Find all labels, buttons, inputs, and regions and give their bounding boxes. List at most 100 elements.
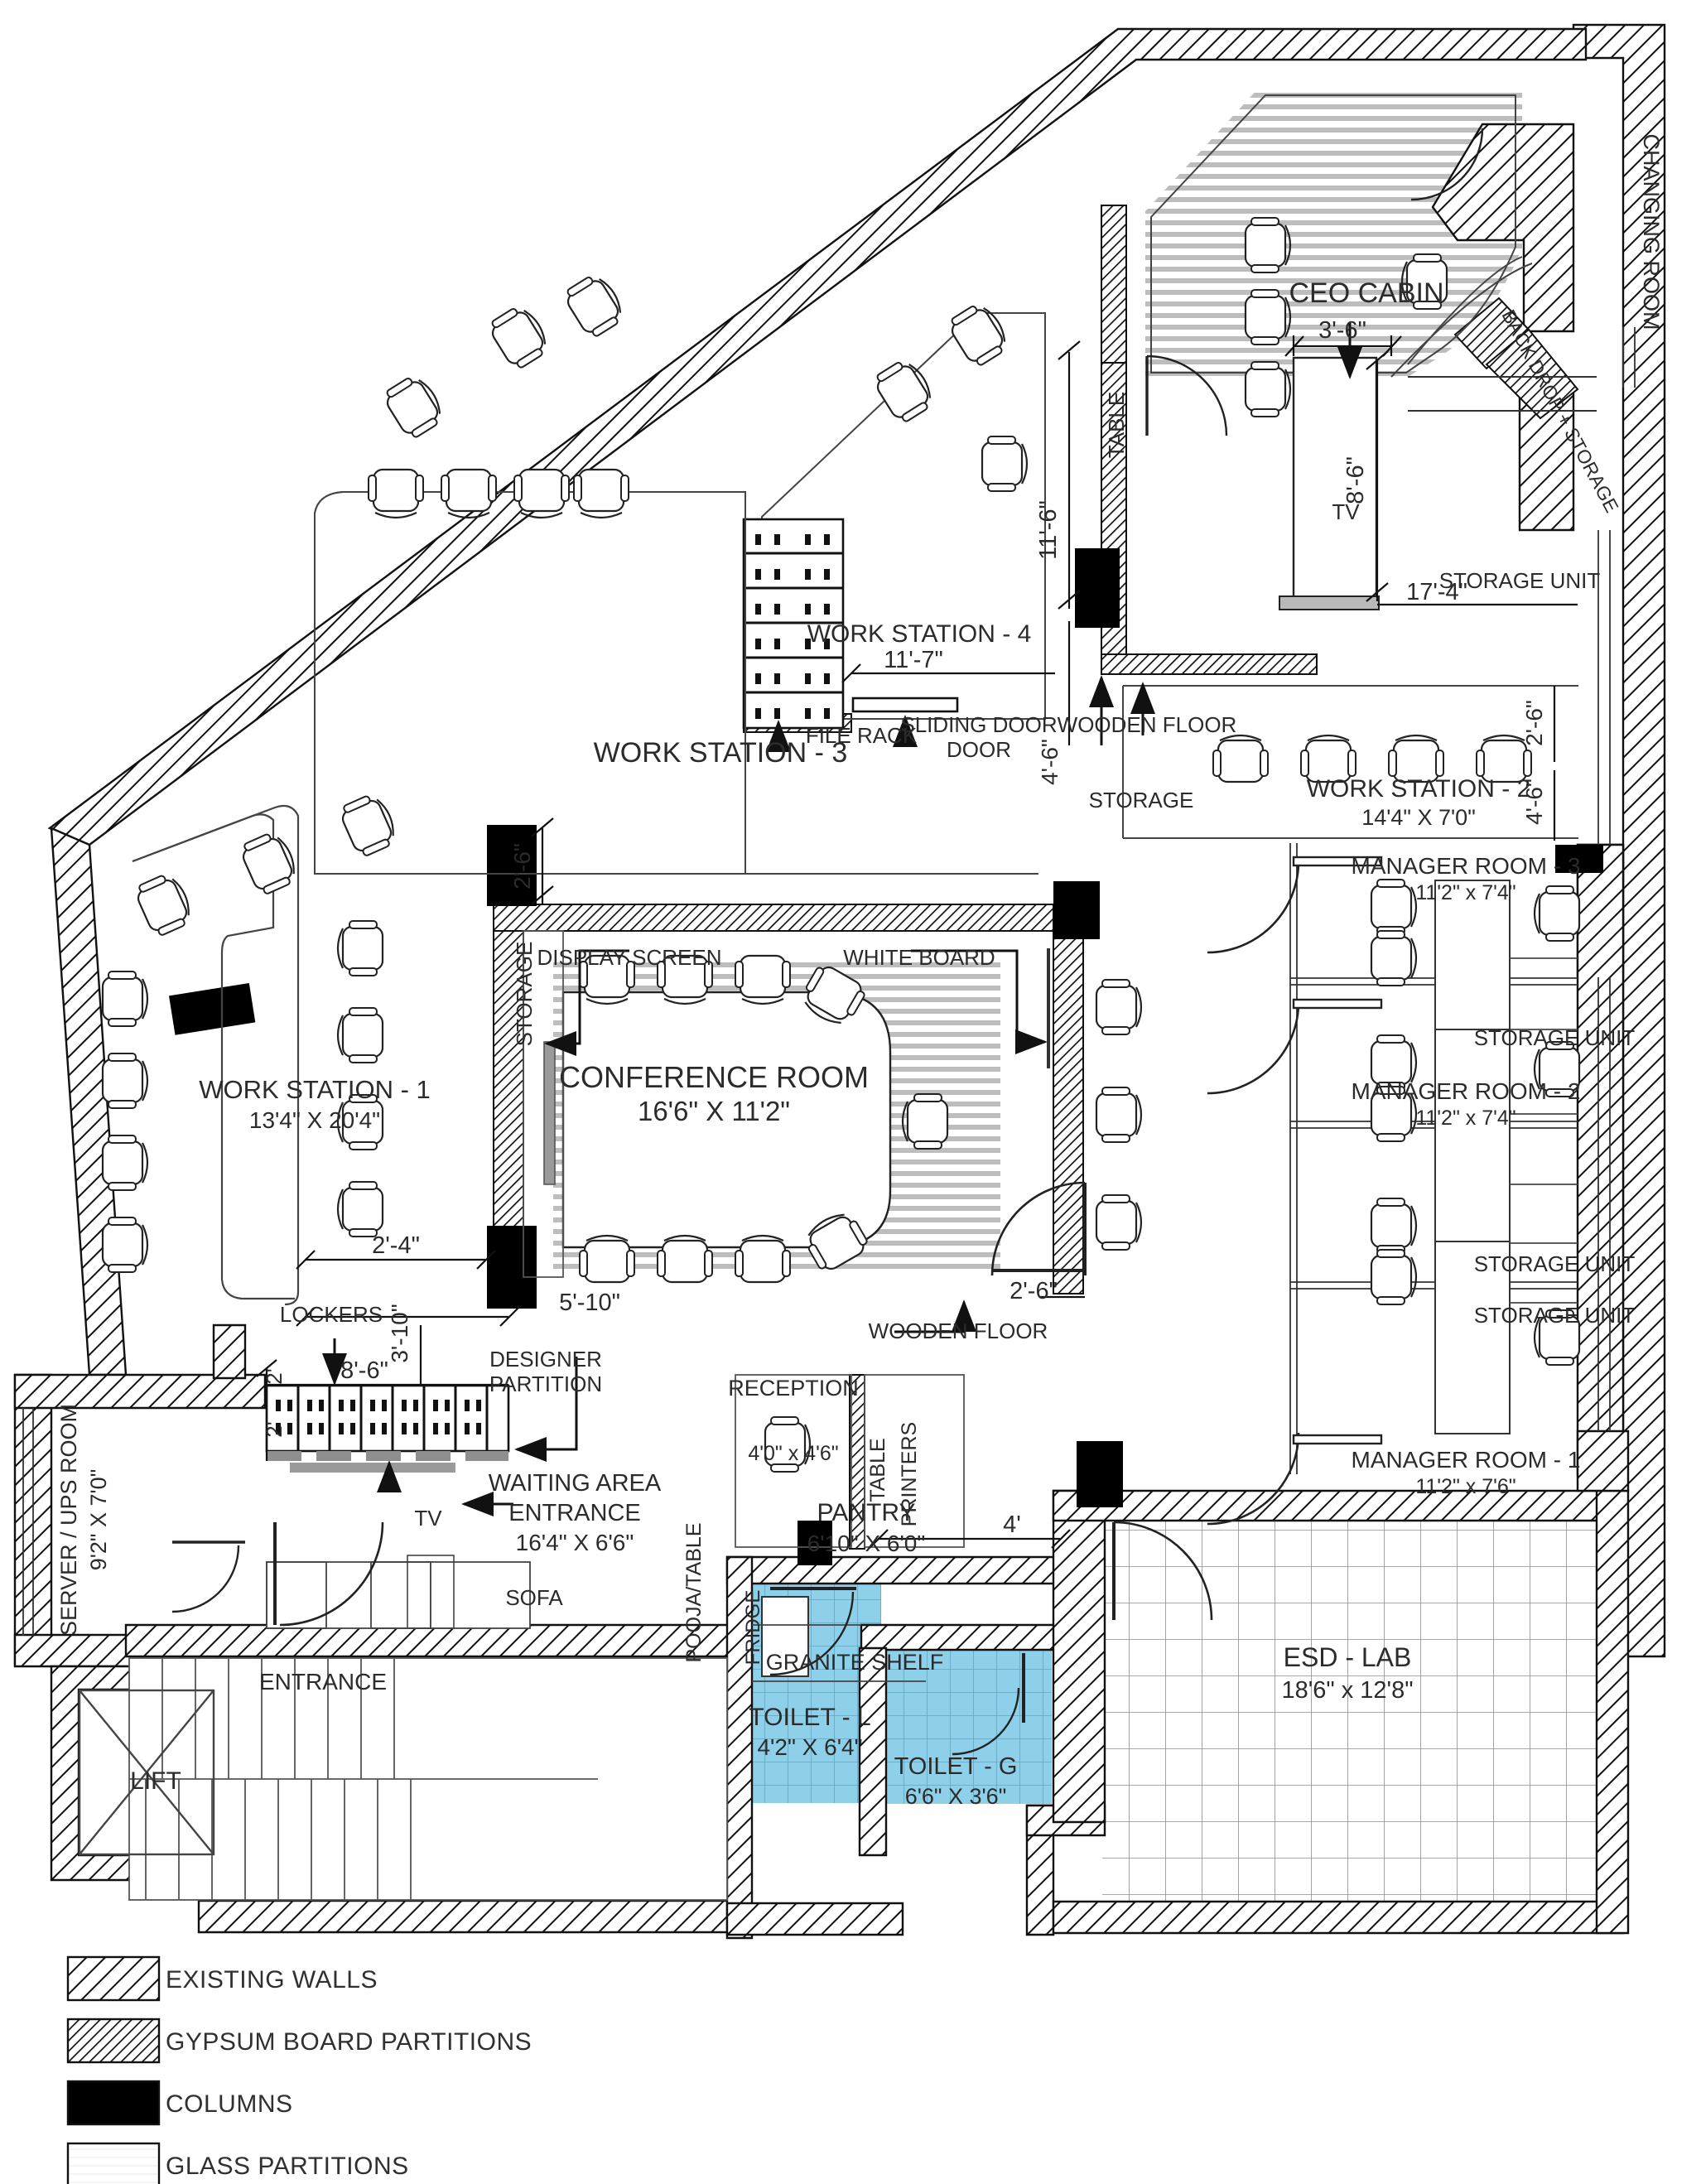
column-1 [487, 825, 537, 906]
annotation-designer-partition-2: PARTITION [489, 1372, 602, 1396]
column-3 [1075, 548, 1120, 628]
dim-11-6: 11'-6" [1035, 500, 1062, 560]
entrance-door-swing [279, 1521, 384, 1627]
ceo-tv-unit [1279, 595, 1380, 610]
room-label-server-ups-room: SERVER / UPS ROOM [56, 1404, 81, 1636]
server-door-swing [171, 1545, 240, 1613]
mr2-desk [1434, 1029, 1511, 1242]
lift-cab [78, 1689, 215, 1856]
room-label-esd-lab: ESD - LAB [1284, 1642, 1412, 1672]
dim-2-b: 2' [262, 1421, 287, 1437]
room-label-work-station-1: WORK STATION - 1 [199, 1075, 431, 1104]
legend-swatch-glass-partitions [66, 2142, 161, 2184]
room-label-pantry: PANTRY [817, 1499, 916, 1526]
room-label-manager-room-3: MANAGER ROOM - 3 [1352, 853, 1581, 879]
room-dim-work-station-1: 13'4" X 20'4" [249, 1107, 380, 1133]
annotation-storage-unit-m2: STORAGE UNIT [1474, 1251, 1636, 1276]
room-label-conference-room: CONFERENCE ROOM [559, 1060, 869, 1094]
manager-rooms-furniture [1207, 856, 1581, 1526]
legend-label-glass-partitions: GLASS PARTITIONS [166, 2153, 409, 2180]
conference-door-swing [990, 1181, 1086, 1276]
room-label-toilet-g: TOILET - G [894, 1753, 1018, 1780]
mr1-desk [1434, 1241, 1511, 1434]
work-station-1-furniture [101, 789, 402, 1306]
file-rack [742, 518, 845, 730]
work-station-4-furniture [742, 298, 1046, 730]
room-label-reception: RECEPTION [728, 1376, 859, 1401]
room-label-work-station-3: WORK STATION - 3 [594, 737, 848, 769]
annotation-pooja-table: POOJA/TABLE [682, 1522, 706, 1662]
changing-door-swing [1410, 128, 1484, 201]
dim-4: 4' [1003, 1511, 1021, 1538]
room-label-lift: LIFT [130, 1767, 181, 1795]
room-label-toilet-l: TOILET - L [749, 1704, 870, 1731]
column-8 [1555, 845, 1603, 873]
esd-lab-door [1112, 1521, 1213, 1621]
dim-3-6: 3'-6" [1318, 317, 1366, 344]
annotation-fridge: FRIDGE [742, 1590, 764, 1666]
room-label-entrance: ENTRANCE [259, 1669, 387, 1695]
columns [169, 548, 1603, 1565]
legend-swatch-gypsum-board [66, 2018, 161, 2064]
room-dim-manager-room-2: 11'2" x 7'4" [1415, 1106, 1515, 1130]
leader-lines [322, 323, 1362, 1516]
annotation-table-printers-printers: PRINTERS [898, 1422, 921, 1526]
annotation-storage-top: STORAGE [1089, 788, 1194, 812]
annotation-file-rack: FILE RACK [806, 723, 918, 748]
room-dim-reception: 4'0" x 4'6" [748, 1442, 838, 1465]
toilet-l-door-swing [769, 1591, 855, 1676]
annotation-storage-unit-ceo: STORAGE UNIT [1439, 568, 1601, 593]
tv-panel [290, 1463, 455, 1473]
mr3-door-swing [1207, 861, 1300, 954]
work-station-3-furniture [314, 269, 1038, 875]
dim-4-6-right: 4'-6" [1521, 779, 1547, 825]
column-2 [487, 1226, 537, 1309]
room-label-ceo-cabin: CEO CABIN [1289, 277, 1443, 309]
room-dim-toilet-l: 4'2" X 6'4" [757, 1734, 862, 1760]
conference-room-furniture [523, 930, 1087, 1284]
column-7 [169, 983, 256, 1035]
dimension-lines [256, 335, 1578, 1549]
room-dim-conference-room: 16'6" X 11'2" [638, 1096, 790, 1126]
room-label-manager-room-2: MANAGER ROOM - 2 [1352, 1078, 1581, 1104]
mr3-desk [1434, 880, 1511, 1044]
room-dim-work-station-2: 14'4" X 7'0" [1361, 805, 1476, 830]
dim-8-6-lockers: 8'-6" [340, 1357, 388, 1384]
annotation-granite-shelf: GRANITE SHELF [766, 1650, 944, 1675]
dim-2-6-right: 2'-6" [1521, 700, 1547, 746]
toilet-g-door-swing [952, 1687, 1020, 1756]
mr2-door-swing [1207, 1001, 1300, 1095]
annotation-table-printers-table: TABLE [866, 1438, 889, 1502]
ceo-door-swing [1146, 354, 1228, 436]
display-screen-panel [543, 1041, 556, 1185]
room-dim-server-ups-room: 9'2" X 7'0" [86, 1469, 111, 1571]
annotation-sliding-door-2: DOOR [947, 737, 1011, 762]
room-label-changing-room: CHANGING ROOM [1639, 133, 1664, 330]
room-label-waiting-area: WAITING AREA [489, 1470, 662, 1497]
ceo-desk [1292, 356, 1378, 603]
annotation-wooden-floor-conf: WOODEN FLOOR [869, 1319, 1048, 1343]
dim-5-10: 5'-10" [559, 1290, 620, 1316]
legend-label-gypsum-board: GYPSUM BOARD PARTITIONS [166, 2028, 532, 2056]
annotation-white-board: WHITE BOARD [843, 945, 995, 970]
work-station-2-furniture [1095, 685, 1578, 1251]
annotation-tv-waiting: TV [414, 1506, 442, 1531]
annotation-display-screen: DISPLAY SCREEN [537, 945, 721, 970]
column-4 [1053, 881, 1100, 939]
annotation-sliding-door: SLIDING DOOR [900, 712, 1057, 737]
legend-label-columns: COLUMNS [166, 2090, 293, 2118]
legend: EXISTING WALLS GYPSUM BOARD PARTITIONS C… [66, 1955, 532, 2184]
annotation-sofa: SOFA [505, 1585, 563, 1610]
dim-11-7: 11'-7" [884, 647, 943, 673]
legend-swatch-columns [66, 2080, 161, 2126]
dim-4-6-a: 4'-6" [1037, 739, 1063, 785]
dim-2-a: 2' [262, 1368, 287, 1384]
column-5 [1077, 1441, 1123, 1507]
annotation-storage-unit-m1: STORAGE UNIT [1474, 1303, 1636, 1328]
room-label-work-station-4: WORK STATION - 4 [807, 620, 1032, 648]
room-label-waiting-entrance: ENTRANCE [508, 1500, 641, 1526]
esd-lab-floor [1102, 1521, 1596, 1931]
reception-pantry-furniture [735, 1374, 1025, 1756]
dim-2-6-conf-top: 2'-6" [509, 843, 535, 890]
